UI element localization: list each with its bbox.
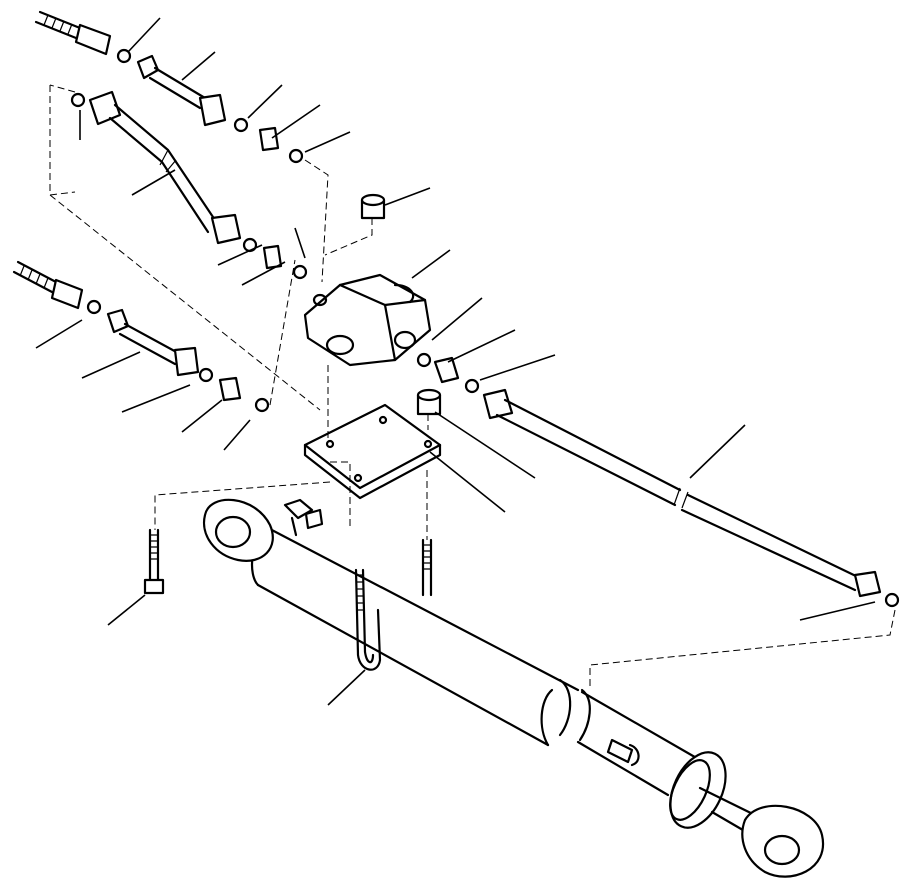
callout-leaders [35, 17, 876, 706]
hydraulic-cylinder [202, 498, 825, 878]
lock-valve-block [303, 273, 432, 367]
upper-hose-assembly [34, 10, 304, 164]
cap-nut-bottom [416, 388, 442, 416]
right-tube-assembly [416, 352, 900, 608]
cap-nut-top [360, 193, 386, 220]
u-bolt [354, 568, 382, 671]
assembly-guide-lines [49, 84, 896, 690]
mounting-bolt-left [143, 528, 165, 595]
mounting-plate [303, 403, 442, 500]
bent-tube-assembly [70, 90, 308, 280]
mounting-bolt-right [421, 538, 433, 597]
lower-hose-assembly [12, 260, 270, 413]
